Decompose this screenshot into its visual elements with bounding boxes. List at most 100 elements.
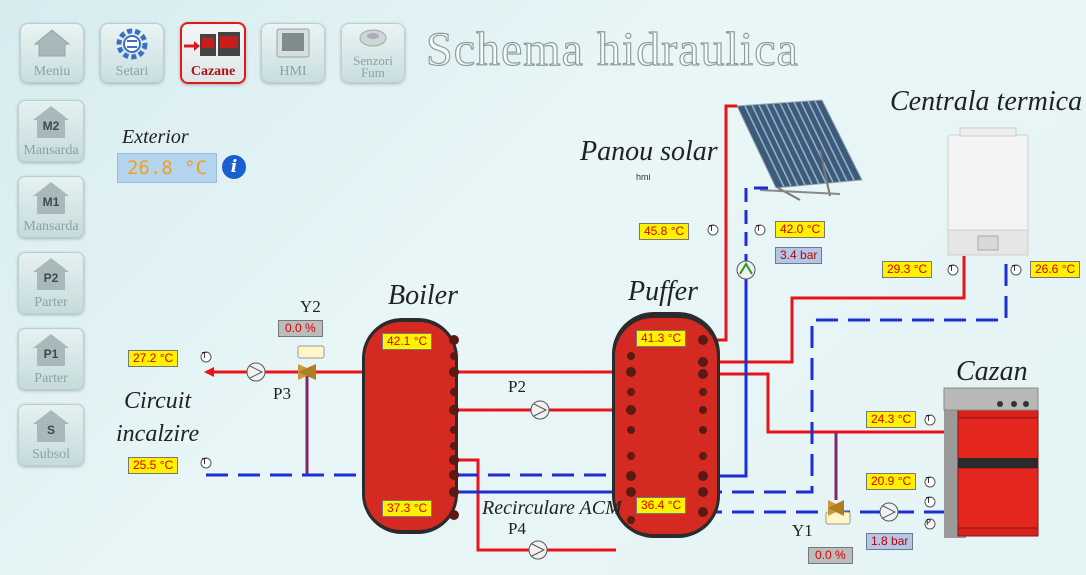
sidebar-badge: P2 bbox=[43, 271, 59, 285]
valve-y2-label: Y2 bbox=[300, 297, 321, 316]
solar-left-temp: 45.8 °C bbox=[639, 223, 690, 240]
sidebar-badge: S bbox=[46, 423, 55, 437]
circuit-label: Circuit bbox=[124, 388, 192, 414]
nav-label: HMI bbox=[279, 64, 307, 79]
sidebar-item-m2-mansarda[interactable]: M2 Mansarda bbox=[18, 100, 84, 162]
exterior-label: Exterior bbox=[122, 126, 189, 148]
temp-sensor-icon bbox=[947, 264, 959, 276]
solar-panel-label: Panou solar bbox=[580, 136, 718, 167]
nav-senzori-fum-button[interactable]: Senzori Fum bbox=[341, 23, 405, 83]
sensor-label: P bbox=[926, 518, 931, 527]
temp-sensor-icon bbox=[924, 414, 936, 426]
cazan-supply-temp: 24.3 °C bbox=[866, 411, 917, 428]
sidebar-badge: M1 bbox=[42, 195, 60, 209]
puffer-label: Puffer bbox=[628, 276, 698, 307]
nav-label: Meniu bbox=[33, 64, 71, 79]
puffer-top-temp: 41.3 °C bbox=[636, 330, 687, 347]
pump-solar-icon[interactable] bbox=[736, 260, 756, 280]
temp-sensor-icon bbox=[1010, 264, 1022, 276]
boiler-bottom-temp: 37.3 °C bbox=[382, 500, 433, 517]
pump-p4-icon[interactable] bbox=[528, 540, 548, 560]
sensor-label: T bbox=[926, 496, 931, 505]
circuit-return-temp: 25.5 °C bbox=[128, 457, 179, 474]
valve-y2-icon[interactable] bbox=[297, 345, 325, 380]
temp-sensor-icon bbox=[200, 457, 212, 469]
solar-pressure: 3.4 bar bbox=[775, 247, 823, 264]
page-title: Schema hidraulica bbox=[425, 22, 799, 76]
nav-label: Cazane bbox=[190, 64, 236, 79]
sidebar-item-label: Mansarda bbox=[23, 143, 79, 158]
house-icon bbox=[33, 182, 69, 214]
circuit-supply-temp: 27.2 °C bbox=[128, 350, 179, 367]
nav-label: Fum bbox=[361, 65, 385, 80]
pump-p4-label: P4 bbox=[508, 519, 526, 538]
sidebar-badge: M2 bbox=[42, 119, 60, 133]
valve-y1-icon[interactable] bbox=[825, 500, 851, 525]
sidebar-item-m1-mansarda[interactable]: M1 Mansarda bbox=[18, 176, 84, 238]
nav-label: Senzori bbox=[353, 53, 393, 68]
hmi-screen-icon bbox=[276, 28, 310, 58]
pump-cazan-icon[interactable] bbox=[879, 502, 899, 522]
sensor-label: T bbox=[1012, 264, 1017, 273]
boiler-label: Boiler bbox=[388, 280, 458, 311]
sensor-label: T bbox=[756, 224, 761, 233]
boiler-top-temp: 42.1 °C bbox=[382, 333, 433, 350]
home-icon bbox=[33, 29, 71, 57]
puffer-bottom-temp: 36.4 °C bbox=[636, 497, 687, 514]
sidebar-badge: P1 bbox=[43, 347, 59, 361]
nav-setari-button[interactable]: Setari bbox=[100, 23, 164, 83]
nav-label: Setari bbox=[115, 64, 149, 79]
sensor-label: T bbox=[202, 457, 207, 466]
house-icon bbox=[33, 334, 69, 366]
wall-boiler-image bbox=[947, 127, 1029, 256]
sidebar-item-label: Parter bbox=[34, 371, 68, 386]
settings-gear-icon bbox=[116, 28, 148, 60]
temp-sensor-icon bbox=[924, 496, 936, 508]
house-icon bbox=[33, 410, 69, 442]
pump-p2-icon[interactable] bbox=[530, 400, 550, 420]
pump-p3-icon[interactable] bbox=[246, 362, 266, 382]
cazan-return-temp: 20.9 °C bbox=[866, 473, 917, 490]
solar-panel-image bbox=[736, 99, 863, 201]
temp-sensor-icon bbox=[754, 224, 766, 236]
exterior-temperature-display: 26.8 °C bbox=[117, 153, 217, 183]
centrala-left-temp: 29.3 °C bbox=[882, 261, 933, 278]
sensor-label: T bbox=[202, 351, 207, 360]
smoke-sensor-icon bbox=[359, 29, 387, 47]
nav-cazane-button[interactable]: Cazane bbox=[180, 22, 246, 84]
nav-hmi-button[interactable]: HMI bbox=[261, 23, 325, 83]
nav-meniu-button[interactable]: Meniu bbox=[20, 23, 84, 83]
recirculare-label: Recirculare ACM bbox=[482, 497, 622, 519]
sensor-label: T bbox=[926, 476, 931, 485]
centrala-termica-label: Centrala termica bbox=[890, 86, 1083, 117]
sensor-label: T bbox=[926, 414, 931, 423]
temp-sensor-icon bbox=[200, 351, 212, 363]
info-icon[interactable]: i bbox=[222, 155, 246, 179]
sidebar-item-p2-parter[interactable]: P2 Parter bbox=[18, 252, 84, 314]
sensor-label: T bbox=[709, 224, 714, 233]
temp-sensor-icon bbox=[924, 476, 936, 488]
sidebar-item-s-subsol[interactable]: S Subsol bbox=[18, 404, 84, 466]
house-icon bbox=[33, 258, 69, 290]
exterior-unit: °C bbox=[184, 157, 208, 179]
pressure-sensor-icon bbox=[924, 518, 936, 530]
sensor-label: T bbox=[949, 264, 954, 273]
puffer-tank bbox=[612, 312, 720, 538]
sidebar-item-label: Subsol bbox=[31, 447, 71, 462]
exterior-value: 26.8 bbox=[126, 157, 173, 179]
boiler-units-icon bbox=[184, 32, 240, 56]
cazan-pressure: 1.8 bar bbox=[866, 533, 914, 550]
circuit-label-2: incalzire bbox=[116, 421, 200, 447]
pump-p2-label: P2 bbox=[508, 377, 526, 396]
solar-right-temp: 42.0 °C bbox=[775, 221, 826, 238]
sidebar-item-label: Mansarda bbox=[23, 219, 79, 234]
pump-p3-label: P3 bbox=[273, 384, 291, 403]
centrala-right-temp: 26.6 °C bbox=[1030, 261, 1081, 278]
sidebar-item-label: Parter bbox=[34, 295, 68, 310]
valve-y2-percent: 0.0 % bbox=[278, 320, 323, 337]
hmi-small-label: hmi bbox=[636, 172, 651, 182]
temp-sensor-icon bbox=[707, 224, 719, 236]
sidebar-item-p1-parter[interactable]: P1 Parter bbox=[18, 328, 84, 390]
boiler-tank bbox=[362, 318, 459, 534]
